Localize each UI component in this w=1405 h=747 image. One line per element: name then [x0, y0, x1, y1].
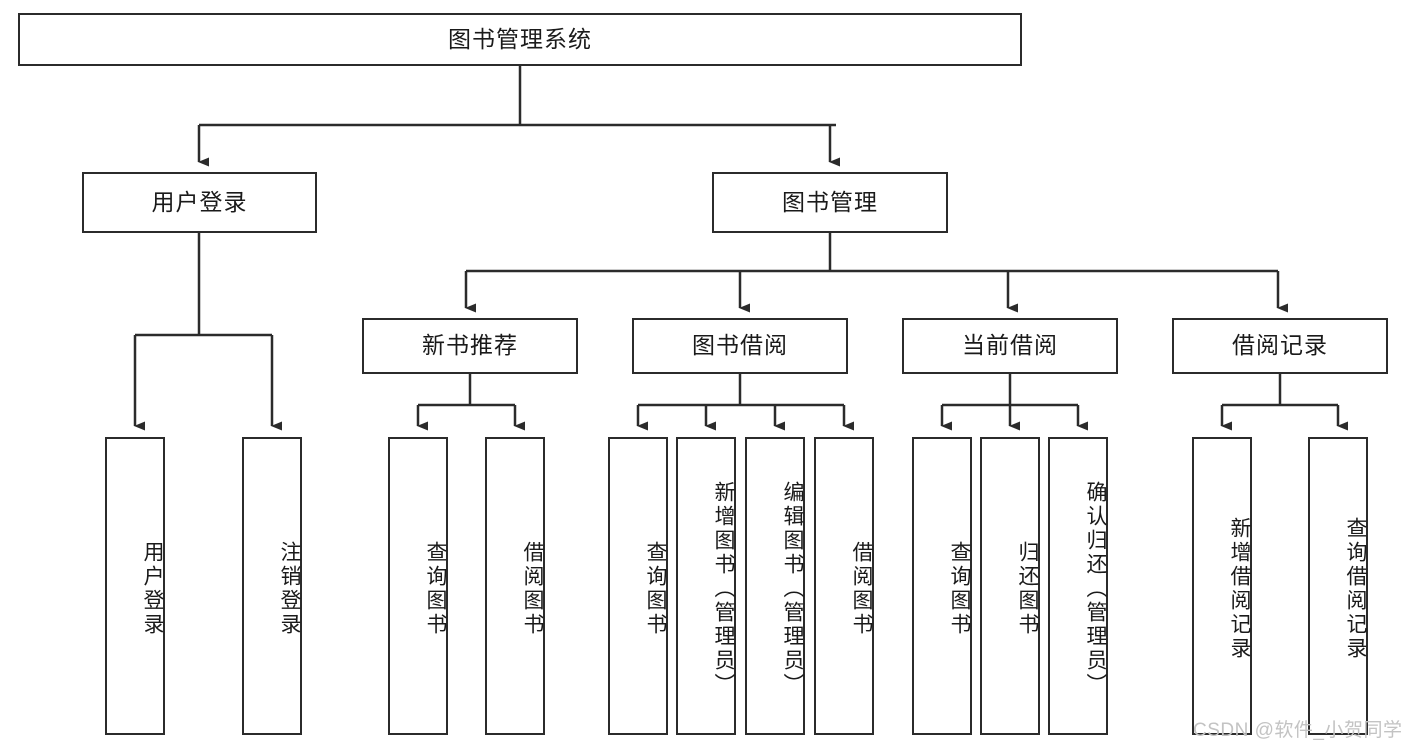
- leaf-query-record-label: 查询借阅记录: [1344, 517, 1367, 661]
- leaf-query-book-3-label: 查询图书: [948, 541, 971, 637]
- leaf-user-login-label: 用户登录: [141, 541, 164, 637]
- leaf-edit-book-label: 编辑图书（管理员）: [781, 481, 804, 697]
- node-borrow-record[interactable]: 借阅记录: [1172, 318, 1388, 374]
- leaf-query-book-1[interactable]: 查询图书: [388, 437, 448, 735]
- leaf-add-record[interactable]: 新增借阅记录: [1192, 437, 1252, 735]
- leaf-borrow-book-1-label: 借阅图书: [521, 541, 544, 637]
- node-root-label: 图书管理系统: [448, 25, 592, 52]
- leaf-user-login[interactable]: 用户登录: [105, 437, 165, 735]
- leaf-query-book-1-label: 查询图书: [424, 541, 447, 637]
- leaf-user-logout-label: 注销登录: [278, 541, 301, 637]
- node-new-book-recommend[interactable]: 新书推荐: [362, 318, 578, 374]
- node-user-login[interactable]: 用户登录: [82, 172, 317, 233]
- node-book-borrow-label: 图书借阅: [692, 332, 788, 359]
- leaf-return-book[interactable]: 归还图书: [980, 437, 1040, 735]
- leaf-borrow-book-1[interactable]: 借阅图书: [485, 437, 545, 735]
- node-current-borrow[interactable]: 当前借阅: [902, 318, 1118, 374]
- leaf-add-book-label: 新增图书（管理员）: [712, 481, 735, 697]
- leaf-add-book[interactable]: 新增图书（管理员）: [676, 437, 736, 735]
- node-new-book-recommend-label: 新书推荐: [422, 332, 518, 359]
- leaf-borrow-book-2-label: 借阅图书: [850, 541, 873, 637]
- leaf-add-record-label: 新增借阅记录: [1228, 517, 1251, 661]
- leaf-borrow-book-2[interactable]: 借阅图书: [814, 437, 874, 735]
- leaf-user-logout[interactable]: 注销登录: [242, 437, 302, 735]
- leaf-query-book-3[interactable]: 查询图书: [912, 437, 972, 735]
- node-user-login-label: 用户登录: [151, 188, 248, 215]
- node-book-manage[interactable]: 图书管理: [712, 172, 948, 233]
- leaf-confirm-return[interactable]: 确认归还（管理员）: [1048, 437, 1108, 735]
- watermark: CSDN @软件_小贺同学: [1193, 720, 1403, 741]
- node-book-manage-label: 图书管理: [782, 188, 878, 215]
- leaf-query-book-2-label: 查询图书: [644, 541, 667, 637]
- node-borrow-record-label: 借阅记录: [1232, 332, 1328, 359]
- leaf-confirm-return-label: 确认归还（管理员）: [1084, 481, 1107, 697]
- leaf-query-book-2[interactable]: 查询图书: [608, 437, 668, 735]
- node-current-borrow-label: 当前借阅: [962, 332, 1058, 359]
- node-root[interactable]: 图书管理系统: [18, 13, 1022, 66]
- leaf-query-record[interactable]: 查询借阅记录: [1308, 437, 1368, 735]
- node-book-borrow[interactable]: 图书借阅: [632, 318, 848, 374]
- leaf-return-book-label: 归还图书: [1016, 541, 1039, 637]
- leaf-edit-book[interactable]: 编辑图书（管理员）: [745, 437, 805, 735]
